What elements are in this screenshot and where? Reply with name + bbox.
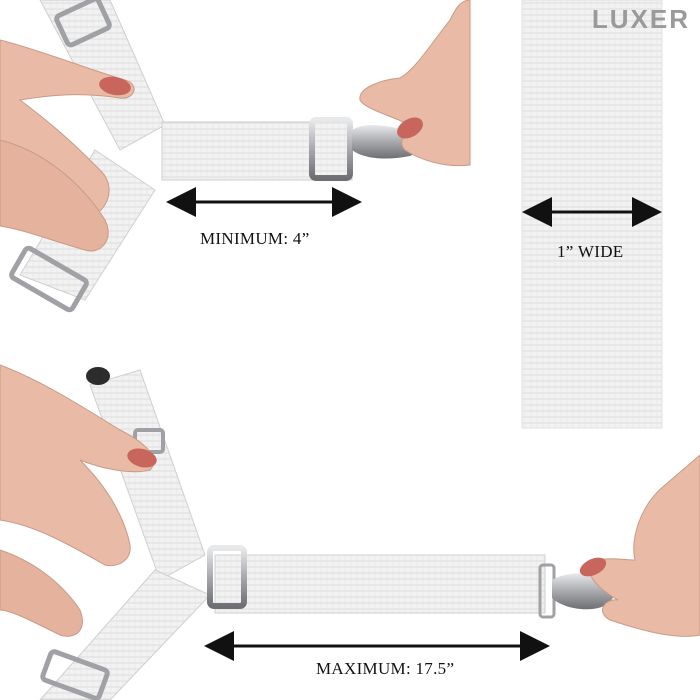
brand-logo: LUXER <box>591 4 690 34</box>
top-left-photo <box>0 0 471 313</box>
maximum-label: MAXIMUM: 17.5” <box>316 659 455 678</box>
width-swatch <box>521 0 663 429</box>
buckle-icon <box>309 117 353 181</box>
width-label: 1” WIDE <box>557 242 624 261</box>
minimum-label: MINIMUM: 4” <box>200 229 310 248</box>
bottom-photo <box>0 364 700 700</box>
